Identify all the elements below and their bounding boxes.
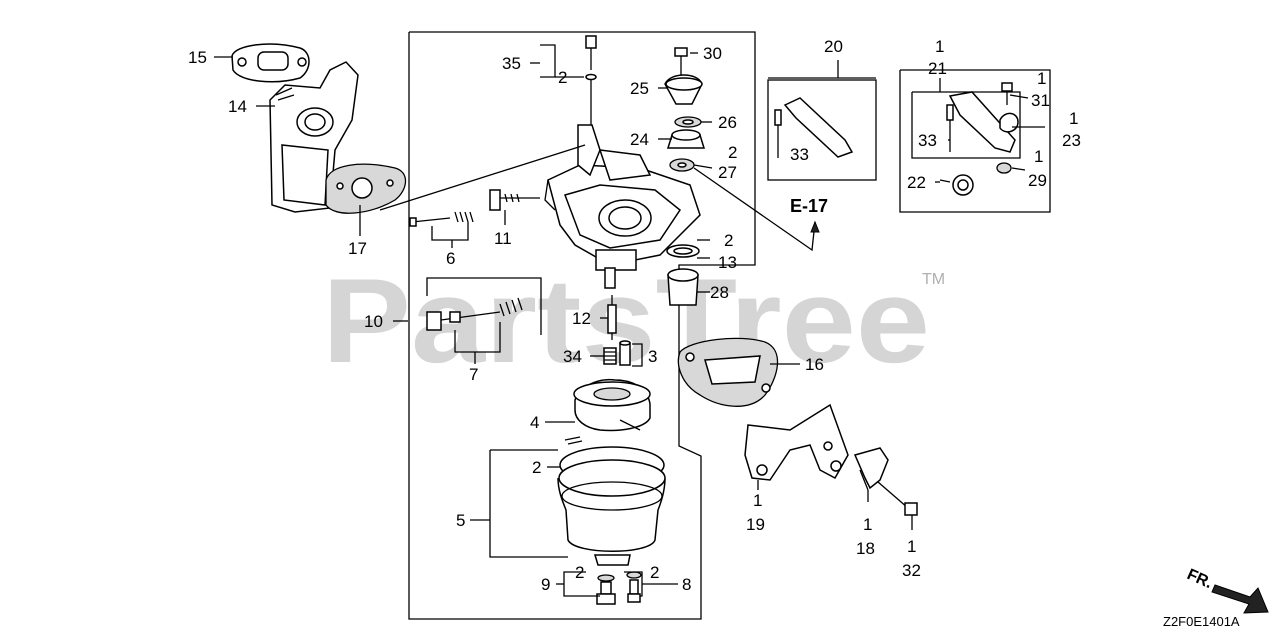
- part-34-jet: [603, 347, 617, 365]
- callout-2-e: 2: [575, 563, 584, 582]
- callout-15: 15: [188, 48, 207, 67]
- callout-32: 32: [902, 561, 921, 580]
- callout-11: 11: [494, 229, 512, 248]
- callout-34: 34: [563, 347, 582, 366]
- callout-7: 7: [469, 365, 478, 384]
- callout-3: 3: [648, 347, 657, 366]
- callout-1-a: 1: [753, 491, 762, 510]
- callout-26: 26: [718, 113, 737, 132]
- callout-33-b: 33: [918, 131, 937, 150]
- part-25-diaphragm-cover: [664, 74, 703, 105]
- callout-4: 4: [530, 413, 539, 432]
- callout-30: 30: [703, 44, 722, 63]
- front-direction-arrow-icon: FR.: [1184, 566, 1269, 614]
- callout-13: 13: [718, 253, 737, 272]
- part-32-bolt: [877, 481, 918, 516]
- callout-2-c: 2: [724, 231, 733, 250]
- direction-label: FR.: [1184, 566, 1214, 592]
- callout-23: 23: [1062, 131, 1081, 150]
- reference-e17: E-17: [693, 167, 828, 252]
- part-35-screw: [585, 35, 597, 125]
- callout-21: 21: [928, 59, 947, 78]
- callout-6: 6: [446, 249, 455, 268]
- part-15-gasket: [231, 43, 310, 83]
- callout-labels: 15 14 17 35 2 30 25 26 24 2 27 11 6 10 7…: [188, 37, 1081, 594]
- part-24-valve: [666, 129, 706, 149]
- callout-19: 19: [746, 515, 765, 534]
- callout-2-d: 2: [532, 458, 541, 477]
- callout-5: 5: [456, 511, 465, 530]
- callout-10: 10: [364, 312, 383, 331]
- part-16-gasket: [677, 337, 779, 407]
- group-21-box: [899, 69, 1051, 213]
- part-3-jet: [619, 340, 631, 366]
- part-26-washer: [674, 116, 702, 128]
- callout-22: 22: [907, 173, 926, 192]
- part-28-cup: [667, 268, 699, 306]
- callout-31: 31: [1031, 91, 1050, 110]
- part-9-bolt: [596, 574, 616, 605]
- part-29-nut: [996, 162, 1012, 174]
- part-17-gasket: [325, 163, 407, 214]
- part-8-drain-screw: [626, 571, 642, 603]
- callout-35: 35: [502, 54, 521, 73]
- callout-27: 27: [718, 163, 737, 182]
- callout-24: 24: [630, 130, 649, 149]
- callout-2-b: 2: [728, 143, 737, 162]
- callout-18: 18: [856, 539, 875, 558]
- part-33-governor-arm: [946, 91, 1016, 153]
- callout-2-a: 2: [558, 68, 567, 87]
- part-5-float-bowl: [557, 459, 666, 566]
- carburetor-assembly-outline: [408, 31, 756, 620]
- part-10-throttle-stop: [426, 277, 542, 335]
- watermark-tm: TM: [922, 271, 945, 288]
- part-27-washer: [669, 158, 695, 172]
- callout-1-g: 1: [1034, 147, 1043, 166]
- callout-1-d: 1: [935, 37, 944, 56]
- callout-9: 9: [541, 575, 550, 594]
- part-23-link: [999, 112, 1019, 133]
- callout-25: 25: [630, 79, 649, 98]
- part-30-screw: [674, 47, 688, 75]
- leader-lines: [214, 44, 1045, 597]
- callout-8: 8: [682, 575, 691, 594]
- callout-17: 17: [348, 239, 367, 258]
- callout-16: 16: [805, 355, 824, 374]
- callout-20: 20: [824, 37, 843, 56]
- callout-14: 14: [228, 97, 247, 116]
- part-22-spring: [939, 174, 974, 196]
- part-12-nozzle: [607, 295, 617, 340]
- callout-12: 12: [572, 309, 591, 328]
- callout-1-f: 1: [1069, 109, 1078, 128]
- reference-label: E-17: [790, 196, 828, 216]
- watermark-text: PartsTree: [322, 254, 930, 388]
- part-13-oring: [666, 244, 700, 258]
- callout-28: 28: [710, 283, 729, 302]
- part-14-bracket: [269, 61, 359, 213]
- group-20-box: [767, 60, 877, 181]
- part-11-screw: [489, 189, 540, 211]
- callout-2-f: 2: [650, 563, 659, 582]
- callout-1-e: 1: [1037, 69, 1046, 88]
- part-6-pilot-screw: [409, 211, 474, 227]
- part-18-clip: [853, 447, 889, 491]
- part-31-screw: [1001, 82, 1013, 105]
- carburetor-body: [544, 124, 701, 289]
- callout-1-b: 1: [863, 515, 872, 534]
- callout-33-a: 33: [790, 145, 809, 164]
- diagram-code: Z2F0E1401A: [1163, 614, 1240, 629]
- part-33-choke-arm: [774, 97, 854, 158]
- callout-29: 29: [1028, 171, 1047, 190]
- part-4-float: [573, 378, 651, 432]
- callout-1-c: 1: [907, 537, 916, 556]
- part-19-bracket: [744, 403, 849, 481]
- watermark: PartsTree TM: [322, 254, 945, 388]
